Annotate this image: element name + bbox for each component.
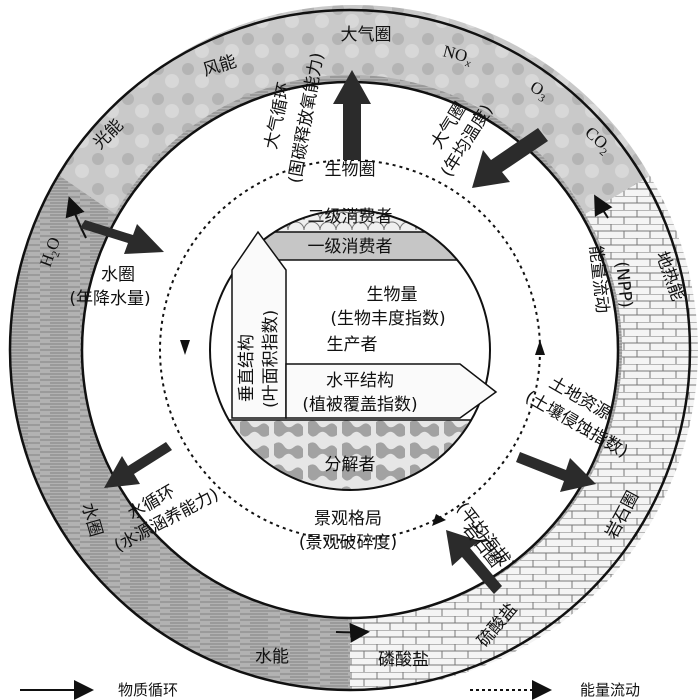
arrow-land-out bbox=[516, 452, 596, 492]
landscape-sub-label: (景观破碎度) bbox=[299, 533, 397, 553]
decomposer-label: 分解者 bbox=[325, 455, 376, 475]
secondary-consumer-label: 二级消费者 bbox=[308, 207, 393, 227]
landscape-label: 景观格局 bbox=[314, 509, 382, 529]
vertical-structure-label: 垂直结构 bbox=[237, 334, 257, 402]
horizontal-structure-sub-label: (植被覆盖指数) bbox=[302, 395, 417, 415]
arrow-biosphere-to-atmosphere bbox=[333, 70, 371, 160]
outer-cycle-arrows bbox=[65, 194, 613, 643]
horizontal-structure-label: 水平结构 bbox=[326, 371, 394, 391]
arrow-atmosphere-in bbox=[472, 128, 548, 188]
energy-arrowhead-3 bbox=[180, 340, 190, 355]
legend: 物质循环 能量流动 bbox=[20, 680, 640, 700]
producer-label: 生产者 bbox=[327, 335, 378, 355]
hydro-precip-sub-label: (年降水量) bbox=[69, 289, 150, 309]
arrow-rock-in bbox=[446, 530, 502, 594]
atmosphere-label: 大气圈 bbox=[341, 25, 392, 45]
biomass-sub-label: (生物丰度指数) bbox=[330, 309, 445, 329]
energy-arrowhead bbox=[535, 340, 545, 355]
material-cycle-legend-label: 物质循环 bbox=[118, 681, 178, 699]
arrow-water-in bbox=[80, 220, 164, 254]
energy-flow-sub-label: (NPP) bbox=[611, 260, 636, 308]
hydro-energy-label: 水能 bbox=[255, 647, 289, 667]
hydro-precip-label: 水圈 bbox=[101, 265, 135, 285]
horizontal-structure-shape bbox=[285, 363, 498, 419]
atmosphere-band bbox=[60, 5, 650, 214]
arrow-water-cycle-out bbox=[104, 442, 172, 488]
vertical-structure-shape bbox=[231, 230, 287, 419]
energy-arrowhead-2 bbox=[432, 514, 446, 526]
lithosphere-band bbox=[350, 176, 698, 691]
phosphate-label: 磷酸盐 bbox=[378, 650, 429, 670]
vertical-structure-sub-label: (叶面积指数) bbox=[261, 310, 281, 408]
water-label: H2O bbox=[36, 235, 67, 271]
thick-arrows bbox=[80, 70, 596, 594]
biosphere-label: 生物圈 bbox=[325, 160, 376, 180]
energy-flow-legend-label: 能量流动 bbox=[580, 681, 640, 699]
biomass-label: 生物量 bbox=[367, 285, 418, 305]
primary-consumer-label: 一级消费者 bbox=[308, 237, 393, 257]
